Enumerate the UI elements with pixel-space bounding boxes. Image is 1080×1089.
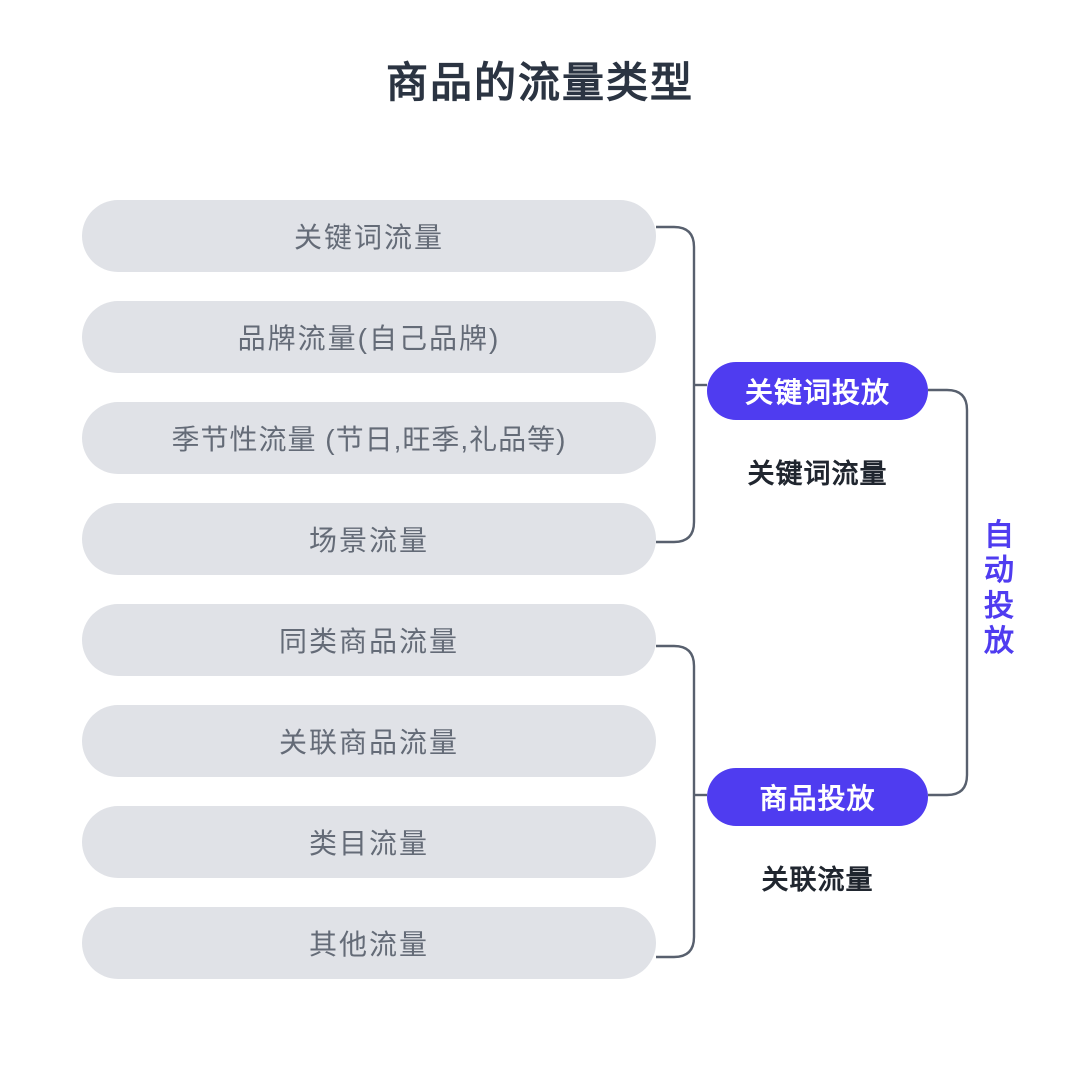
- list-item[interactable]: 品牌流量(自己品牌): [82, 301, 656, 373]
- vertical-label-char: 放: [984, 625, 1016, 659]
- vertical-label-auto-placement: 自 动 投 放: [982, 518, 1018, 660]
- pill-label: 同类商品流量: [278, 626, 459, 657]
- vertical-label-char: 投: [984, 589, 1016, 623]
- pill-label: 场景流量: [308, 525, 429, 556]
- page-title: 商品的流量类型: [385, 59, 694, 106]
- list-item[interactable]: 类目流量: [82, 806, 656, 878]
- vertical-label-char: 动: [984, 554, 1016, 588]
- badge-label: 关键词投放: [744, 377, 890, 408]
- badge-keyword-placement[interactable]: 关键词投放: [707, 362, 928, 420]
- pill-label: 关键词流量: [293, 222, 444, 253]
- pill-label: 关联商品流量: [278, 727, 459, 758]
- list-item[interactable]: 同类商品流量: [82, 604, 656, 676]
- pill-label: 品牌流量(自己品牌): [237, 323, 501, 354]
- badge-product-placement[interactable]: 商品投放: [707, 768, 928, 826]
- vertical-label-char: 自: [984, 519, 1016, 552]
- list-item[interactable]: 其他流量: [82, 907, 656, 979]
- list-item[interactable]: 场景流量: [82, 503, 656, 575]
- pill-label: 类目流量: [308, 828, 429, 859]
- list-item[interactable]: 关联商品流量: [82, 705, 656, 777]
- bracket-keyword-group: [656, 225, 696, 544]
- caption-keyword-traffic: 关键词流量: [747, 459, 888, 489]
- bracket-product-group: [656, 644, 696, 959]
- traffic-type-list: 关键词流量 品牌流量(自己品牌) 季节性流量 (节日,旺季,礼品等) 场景流量 …: [82, 200, 656, 1008]
- pill-label: 季节性流量 (节日,旺季,礼品等): [171, 424, 567, 455]
- caption-related-traffic: 关联流量: [761, 865, 874, 895]
- badge-label: 商品投放: [759, 783, 876, 814]
- list-item[interactable]: 季节性流量 (节日,旺季,礼品等): [82, 402, 656, 474]
- list-item[interactable]: 关键词流量: [82, 200, 656, 272]
- bracket-auto-group: [928, 388, 969, 797]
- pill-label: 其他流量: [308, 929, 429, 960]
